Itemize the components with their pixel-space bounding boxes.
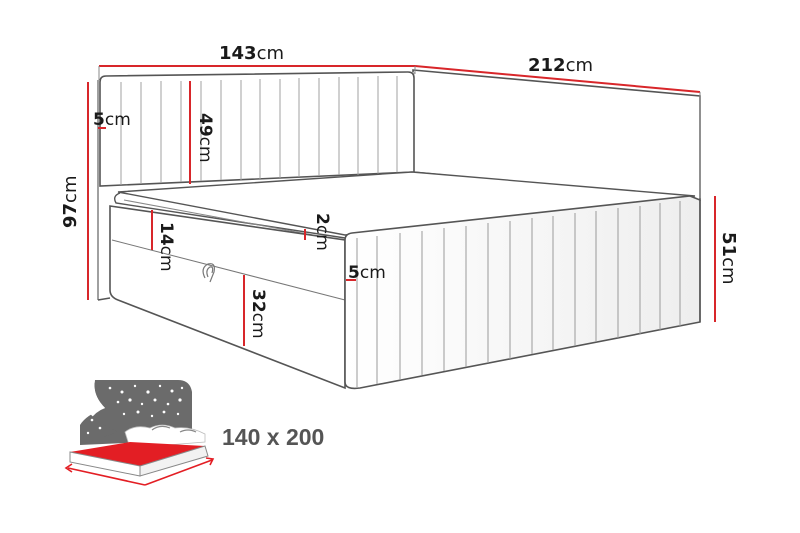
headboard bbox=[97, 71, 415, 300]
footboard bbox=[344, 195, 701, 390]
mattress-size-label: 140 x 200 bbox=[222, 424, 325, 450]
length-label: 212cm bbox=[528, 55, 594, 76]
footboard-thickness-label: 5cm bbox=[348, 263, 386, 283]
headboard-thickness-label: 5cm bbox=[93, 110, 131, 130]
bed-base-side bbox=[97, 205, 346, 390]
width-label: 143cm bbox=[219, 43, 285, 64]
storage-handle-icon bbox=[202, 263, 215, 283]
mattress-top bbox=[113, 171, 696, 247]
dimension-lines bbox=[87, 65, 716, 346]
